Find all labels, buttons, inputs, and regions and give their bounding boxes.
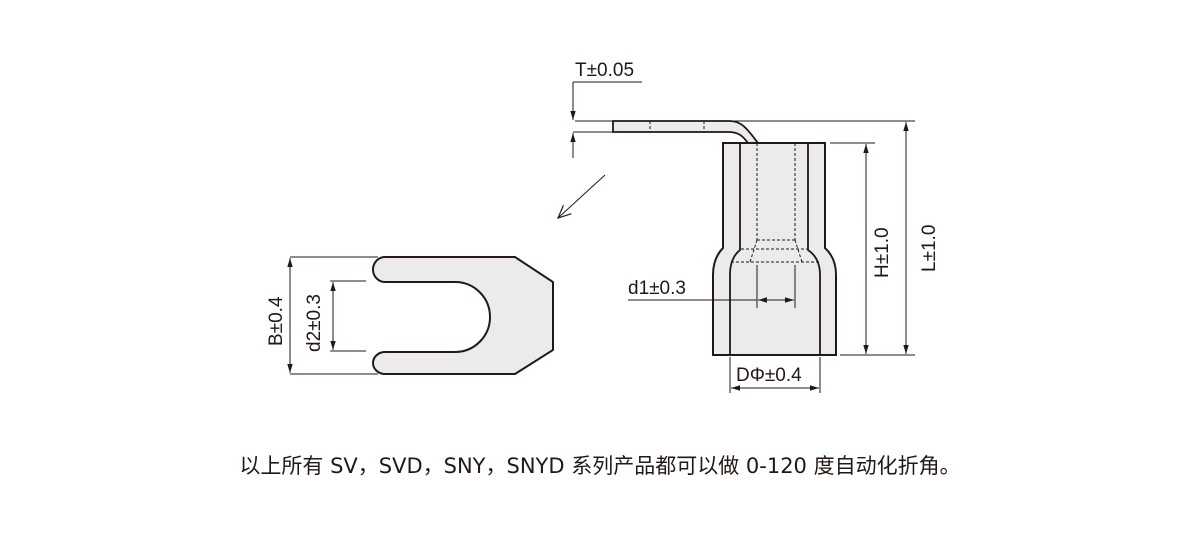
caption: 以上所有 SV，SVD，SNY，SNYD 系列产品都可以做 0-120 度自动化… xyxy=(239,454,961,478)
fork-tongue xyxy=(372,256,554,375)
height-label: H±1.0 xyxy=(872,227,893,278)
view-direction-arrow xyxy=(558,174,606,218)
thickness-label: T±0.05 xyxy=(575,60,634,81)
lug-tab xyxy=(612,120,760,144)
slot-width-label: d2±0.3 xyxy=(304,294,325,352)
length-label: L±1.0 xyxy=(919,225,940,272)
inner-diameter-label: d1±0.3 xyxy=(628,278,686,299)
width-label: B±0.4 xyxy=(266,296,287,346)
outer-diameter-label: DΦ±0.4 xyxy=(736,365,802,386)
barrel xyxy=(712,142,837,356)
